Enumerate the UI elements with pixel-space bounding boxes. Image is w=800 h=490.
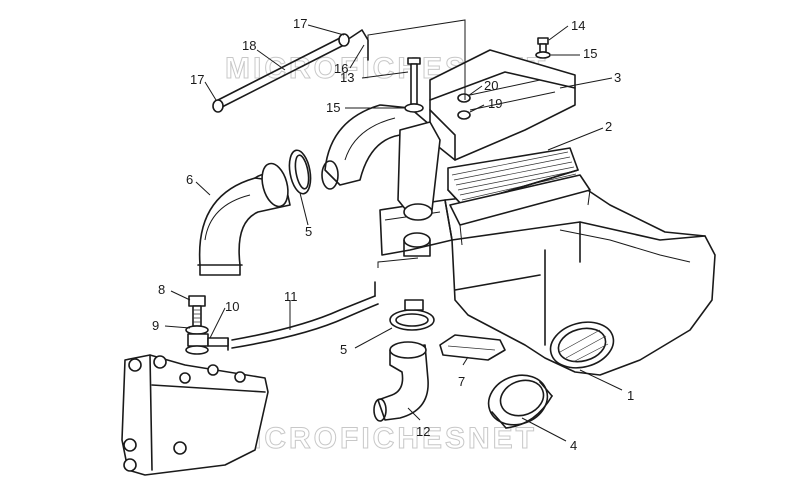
callout-4: 4 [570,438,577,453]
callout-3: 3 [614,70,621,85]
callout-15-left: 15 [326,100,340,115]
callout-17-top: 17 [293,16,307,31]
guide-line-16 [367,19,466,268]
side-housing [121,354,269,476]
washer-15-left [404,103,424,113]
callout-2: 2 [605,119,612,134]
watermark-bottom: MICROFICHESNET [225,422,537,455]
screw-14 [537,37,549,53]
nut-19-20 [457,93,471,120]
callout-16: 16 [334,61,348,76]
air-filter [447,147,591,246]
callout-6: 6 [186,172,193,187]
vent-hose [212,29,369,113]
washer-15-right [535,51,551,59]
callout-19: 19 [488,96,502,111]
gasket-plate [439,334,506,361]
carb-connector-duct [397,121,441,257]
leader-lines [164,24,623,442]
callout-11: 11 [284,289,298,304]
callout-1: 1 [627,388,634,403]
hose-clamp-upper [288,149,312,195]
callout-7: 7 [458,374,465,389]
callout-15-right: 15 [583,46,597,61]
hose-clamp-lower [389,299,435,331]
callout-8: 8 [158,282,165,297]
callout-12: 12 [416,424,430,439]
airbox-body [379,184,716,376]
callout-5-lower: 5 [340,342,347,357]
breather-fitting [185,295,229,355]
intake-elbow [197,162,291,276]
callout-9: 9 [152,318,159,333]
callout-13: 13 [340,70,354,85]
lower-elbow [373,341,429,422]
callout-5-upper: 5 [305,224,312,239]
callout-20: 20 [484,78,498,93]
callout-14: 14 [571,18,585,33]
callout-17-left: 17 [190,72,204,87]
breather-hose [227,281,379,351]
callout-10: 10 [225,299,239,314]
callout-18: 18 [242,38,256,53]
rubber-sleeve [487,374,553,429]
